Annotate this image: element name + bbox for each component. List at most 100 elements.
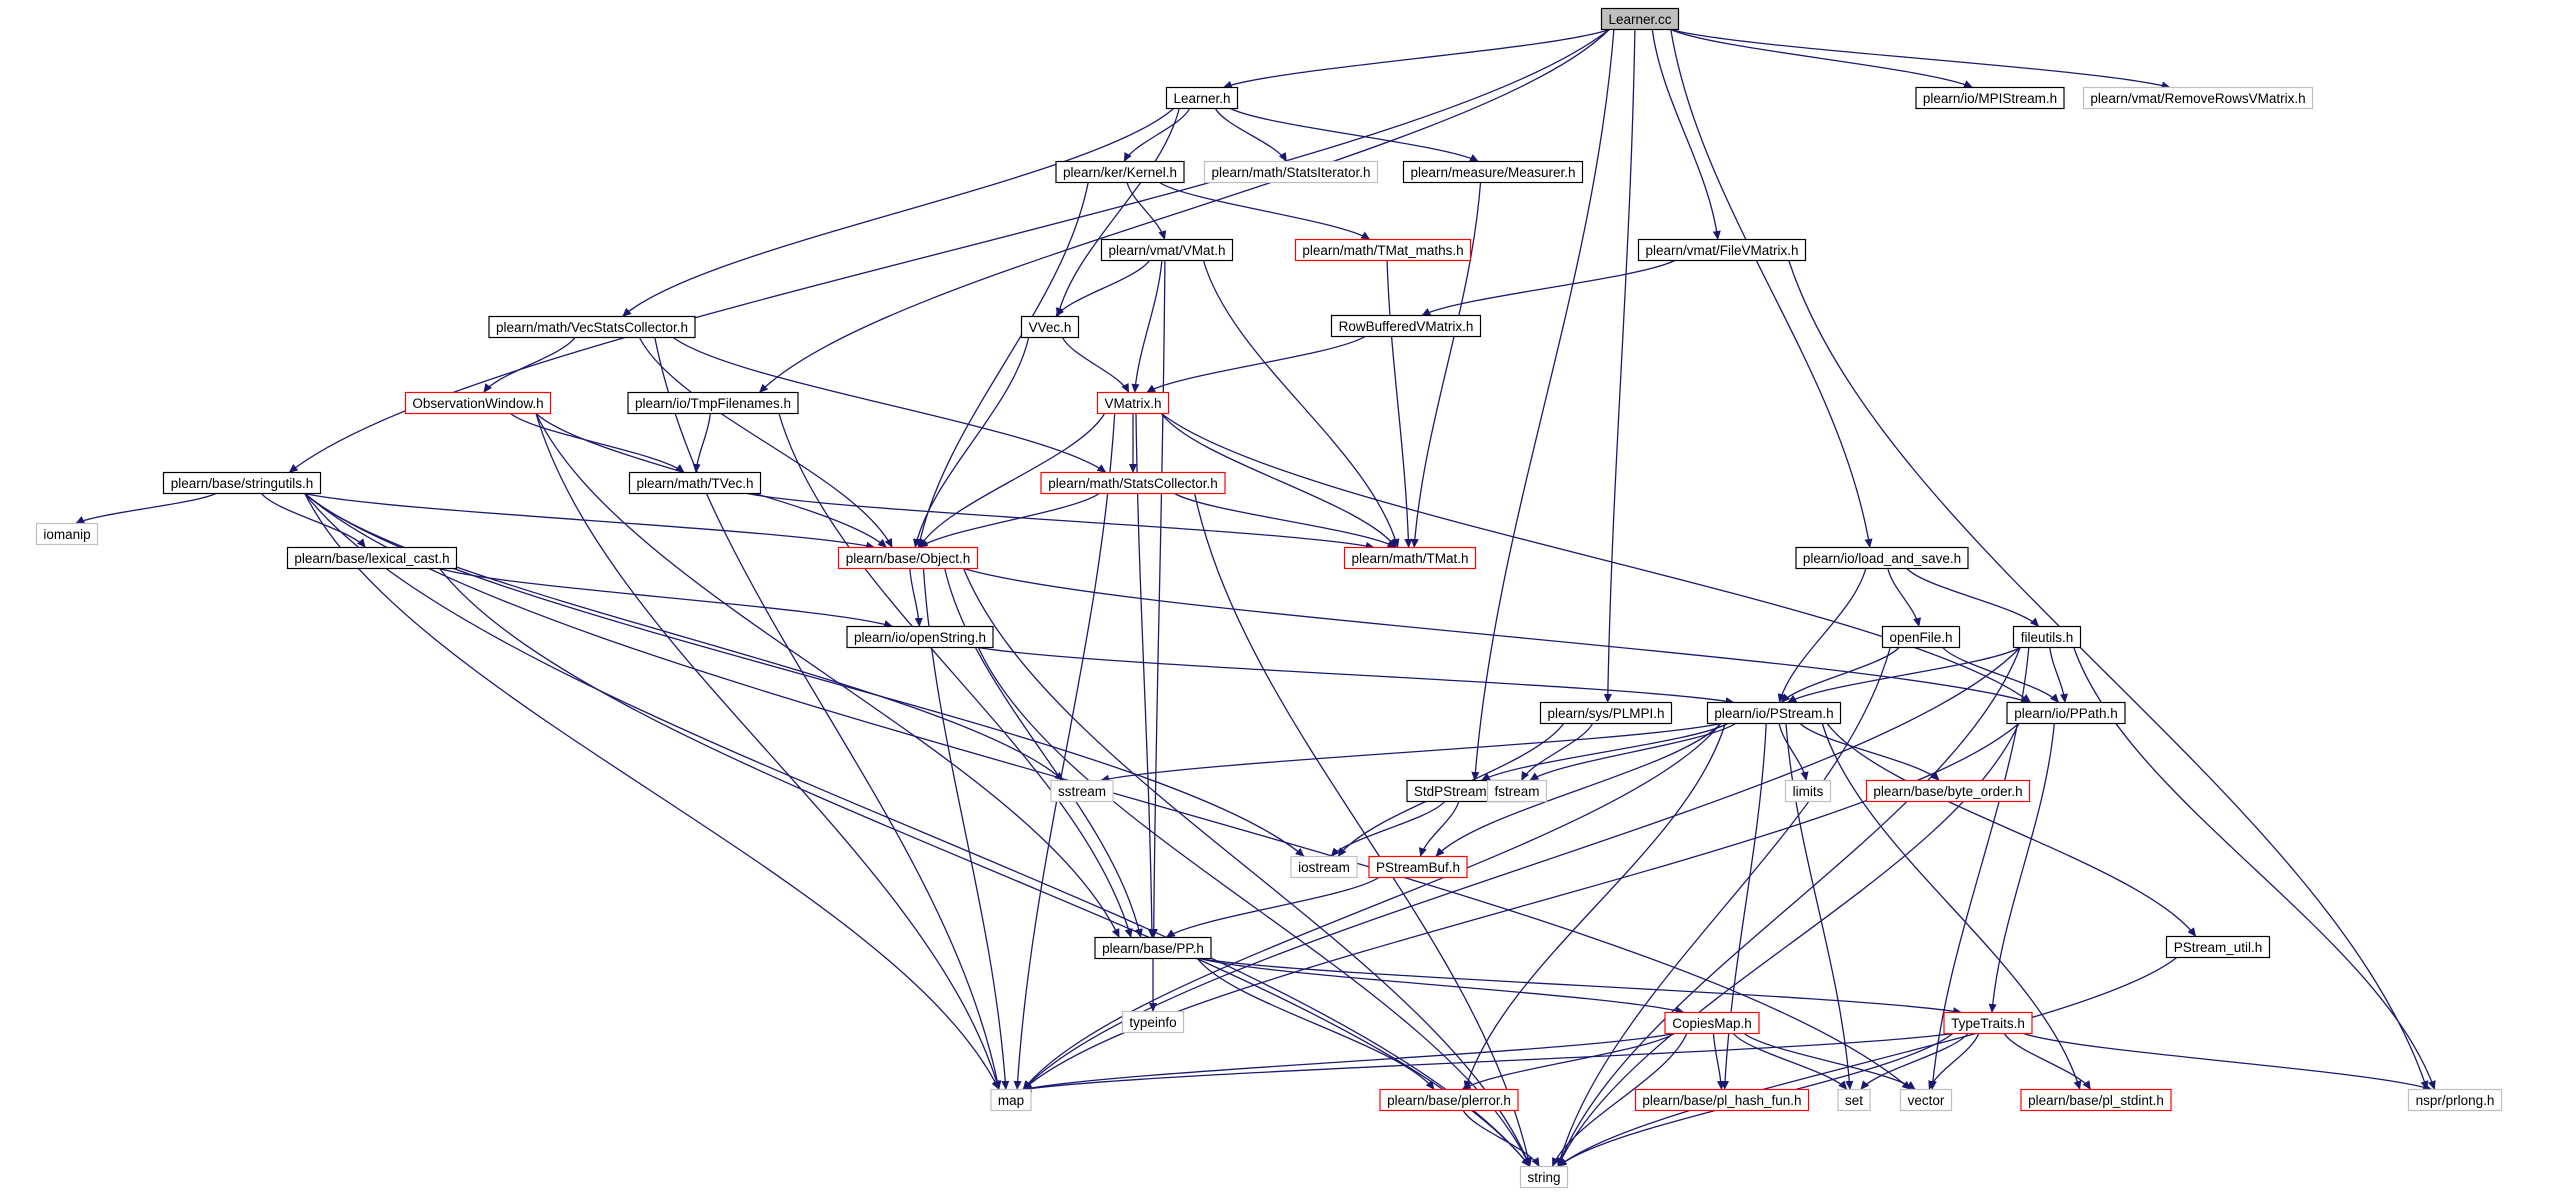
node-label: plearn/base/lexical_cast.h — [294, 551, 449, 566]
include-edge — [1131, 260, 1163, 393]
include-edge — [1928, 1033, 1980, 1090]
include-edge — [1202, 260, 1400, 548]
include-edge — [510, 412, 685, 474]
node-iomanip: iomanip — [35, 522, 99, 546]
include-edge — [1161, 412, 2031, 704]
node-label: set — [1845, 1093, 1863, 1108]
node-label: typeinfo — [1129, 1015, 1176, 1030]
node-label: vector — [1908, 1093, 1945, 1108]
node-tvec-h[interactable]: plearn/math/TVec.h — [628, 471, 762, 495]
node-kernel-h[interactable]: plearn/ker/Kernel.h — [1055, 160, 1185, 184]
node-tmpfilenames-h[interactable]: plearn/io/TmpFilenames.h — [627, 391, 799, 415]
node-tmat-h[interactable]: plearn/math/TMat.h — [1343, 546, 1477, 570]
include-edge — [918, 413, 1106, 548]
node-label: plearn/vmat/VMat.h — [1108, 243, 1225, 258]
node-openstring-h[interactable]: plearn/io/openString.h — [846, 625, 994, 649]
include-edge — [962, 568, 1531, 1167]
node-learner-cc[interactable]: Learner.cc — [1600, 7, 1680, 31]
include-edge — [1196, 958, 1435, 1090]
include-edge — [1826, 723, 2197, 937]
node-label: plearn/ker/Kernel.h — [1063, 165, 1177, 180]
node-limits: limits — [1784, 779, 1832, 803]
node-label: CopiesMap.h — [1672, 1016, 1752, 1031]
include-edge — [1557, 956, 2178, 1168]
node-pl-hash-fun-h[interactable]: plearn/base/pl_hash_fun.h — [1634, 1088, 1810, 1112]
node-label: plearn/math/StatsCollector.h — [1048, 476, 1218, 491]
node-observationwindow-h[interactable]: ObservationWindow.h — [404, 391, 552, 415]
include-edge — [1551, 1033, 1688, 1167]
include-edge — [1821, 723, 2082, 1090]
include-edge — [1462, 1110, 1540, 1167]
node-load-and-save-h[interactable]: plearn/io/load_and_save.h — [1795, 546, 1969, 570]
include-edge — [483, 337, 576, 393]
node-label: string — [1527, 1170, 1560, 1185]
include-edge — [1222, 28, 1610, 89]
include-edge — [1421, 259, 1675, 317]
include-edge — [439, 567, 894, 628]
node-tmat-maths-h[interactable]: plearn/math/TMat_maths.h — [1294, 238, 1472, 262]
node-set: set — [1837, 1088, 1871, 1112]
node-pstreambuf-h[interactable]: PStreamBuf.h — [1368, 855, 1468, 879]
node-pstream-util-h[interactable]: PStream_util.h — [2165, 935, 2271, 959]
include-edge — [1055, 108, 1180, 317]
node-removerowsvmatrix-h: plearn/vmat/RemoveRowsVMatrix.h — [2082, 86, 2314, 110]
node-copiesmap-h[interactable]: CopiesMap.h — [1664, 1011, 1760, 1035]
include-edge — [1787, 646, 2021, 704]
node-fileutils-h[interactable]: fileutils.h — [2012, 625, 2082, 649]
node-typetraits-h[interactable]: TypeTraits.h — [1943, 1011, 2033, 1035]
node-label: PStreamBuf.h — [1376, 860, 1460, 875]
include-edge — [1230, 107, 1479, 163]
node-learner-h[interactable]: Learner.h — [1165, 86, 1239, 110]
include-edge — [1529, 722, 1736, 782]
node-label: plearn/io/PStream.h — [1714, 706, 1833, 721]
node-label: VMatrix.h — [1104, 396, 1161, 411]
node-vmatrix-h[interactable]: VMatrix.h — [1096, 391, 1170, 415]
node-stringutils-h[interactable]: plearn/base/stringutils.h — [162, 471, 322, 495]
include-edge — [535, 413, 1120, 938]
include-edge — [1712, 1033, 1726, 1090]
node-rowbufferedvmatrix-h[interactable]: RowBufferedVMatrix.h — [1330, 314, 1482, 338]
node-vmat-h[interactable]: plearn/vmat/VMat.h — [1100, 238, 1234, 262]
include-edge — [1720, 723, 1767, 1090]
include-edge — [918, 492, 1100, 549]
node-plerror-h[interactable]: plearn/base/plerror.h — [1379, 1088, 1519, 1112]
node-map: map — [990, 1088, 1032, 1112]
node-pstream-h[interactable]: plearn/io/PStream.h — [1706, 701, 1842, 725]
node-openfile-h[interactable]: openFile.h — [1881, 625, 1961, 649]
node-label: PStream_util.h — [2174, 940, 2263, 955]
include-edge — [1942, 647, 2060, 703]
node-vecstatscollector-h[interactable]: plearn/math/VecStatsCollector.h — [488, 315, 696, 339]
node-label: plearn/vmat/RemoveRowsVMatrix.h — [2090, 91, 2305, 106]
node-statscollector-h[interactable]: plearn/math/StatsCollector.h — [1040, 471, 1226, 495]
node-sstream: sstream — [1050, 779, 1114, 803]
include-edge — [622, 108, 1175, 317]
include-edge — [2023, 1032, 2433, 1091]
node-label: iomanip — [43, 527, 90, 542]
node-vvec-h[interactable]: VVec.h — [1020, 315, 1080, 339]
node-mpistream-h[interactable]: plearn/io/MPIStream.h — [1915, 86, 2065, 110]
node-typeinfo: typeinfo — [1121, 1010, 1185, 1034]
include-edge — [1410, 182, 1482, 548]
node-filevmatrix-h[interactable]: plearn/vmat/FileVMatrix.h — [1637, 238, 1807, 262]
node-pp-h[interactable]: plearn/base/PP.h — [1094, 936, 1212, 960]
node-lexical-cast-h[interactable]: plearn/base/lexical_cast.h — [286, 546, 458, 570]
node-label: VVec.h — [1029, 320, 1072, 335]
node-vector: vector — [1899, 1088, 1953, 1112]
include-edge — [2073, 647, 2436, 1090]
node-label: plearn/base/Object.h — [846, 551, 971, 566]
node-pl-stdint-h[interactable]: plearn/base/pl_stdint.h — [2020, 1088, 2172, 1112]
node-string: string — [1519, 1165, 1569, 1189]
node-byte-order-h[interactable]: plearn/base/byte_order.h — [1865, 779, 2031, 803]
include-edge — [1471, 29, 1615, 781]
node-label: fstream — [1494, 784, 1539, 799]
include-edge — [304, 492, 876, 550]
node-plmpi-h[interactable]: plearn/sys/PLMPI.h — [1539, 701, 1673, 725]
node-label: plearn/base/pl_stdint.h — [2028, 1093, 2164, 1108]
include-edge — [916, 182, 1089, 548]
node-ppath-h[interactable]: plearn/io/PPath.h — [2006, 701, 2126, 725]
node-object-h[interactable]: plearn/base/Object.h — [837, 546, 979, 570]
node-measurer-h[interactable]: plearn/measure/Measurer.h — [1402, 160, 1584, 184]
node-label: Learner.h — [1173, 91, 1230, 106]
include-edge — [692, 413, 711, 473]
